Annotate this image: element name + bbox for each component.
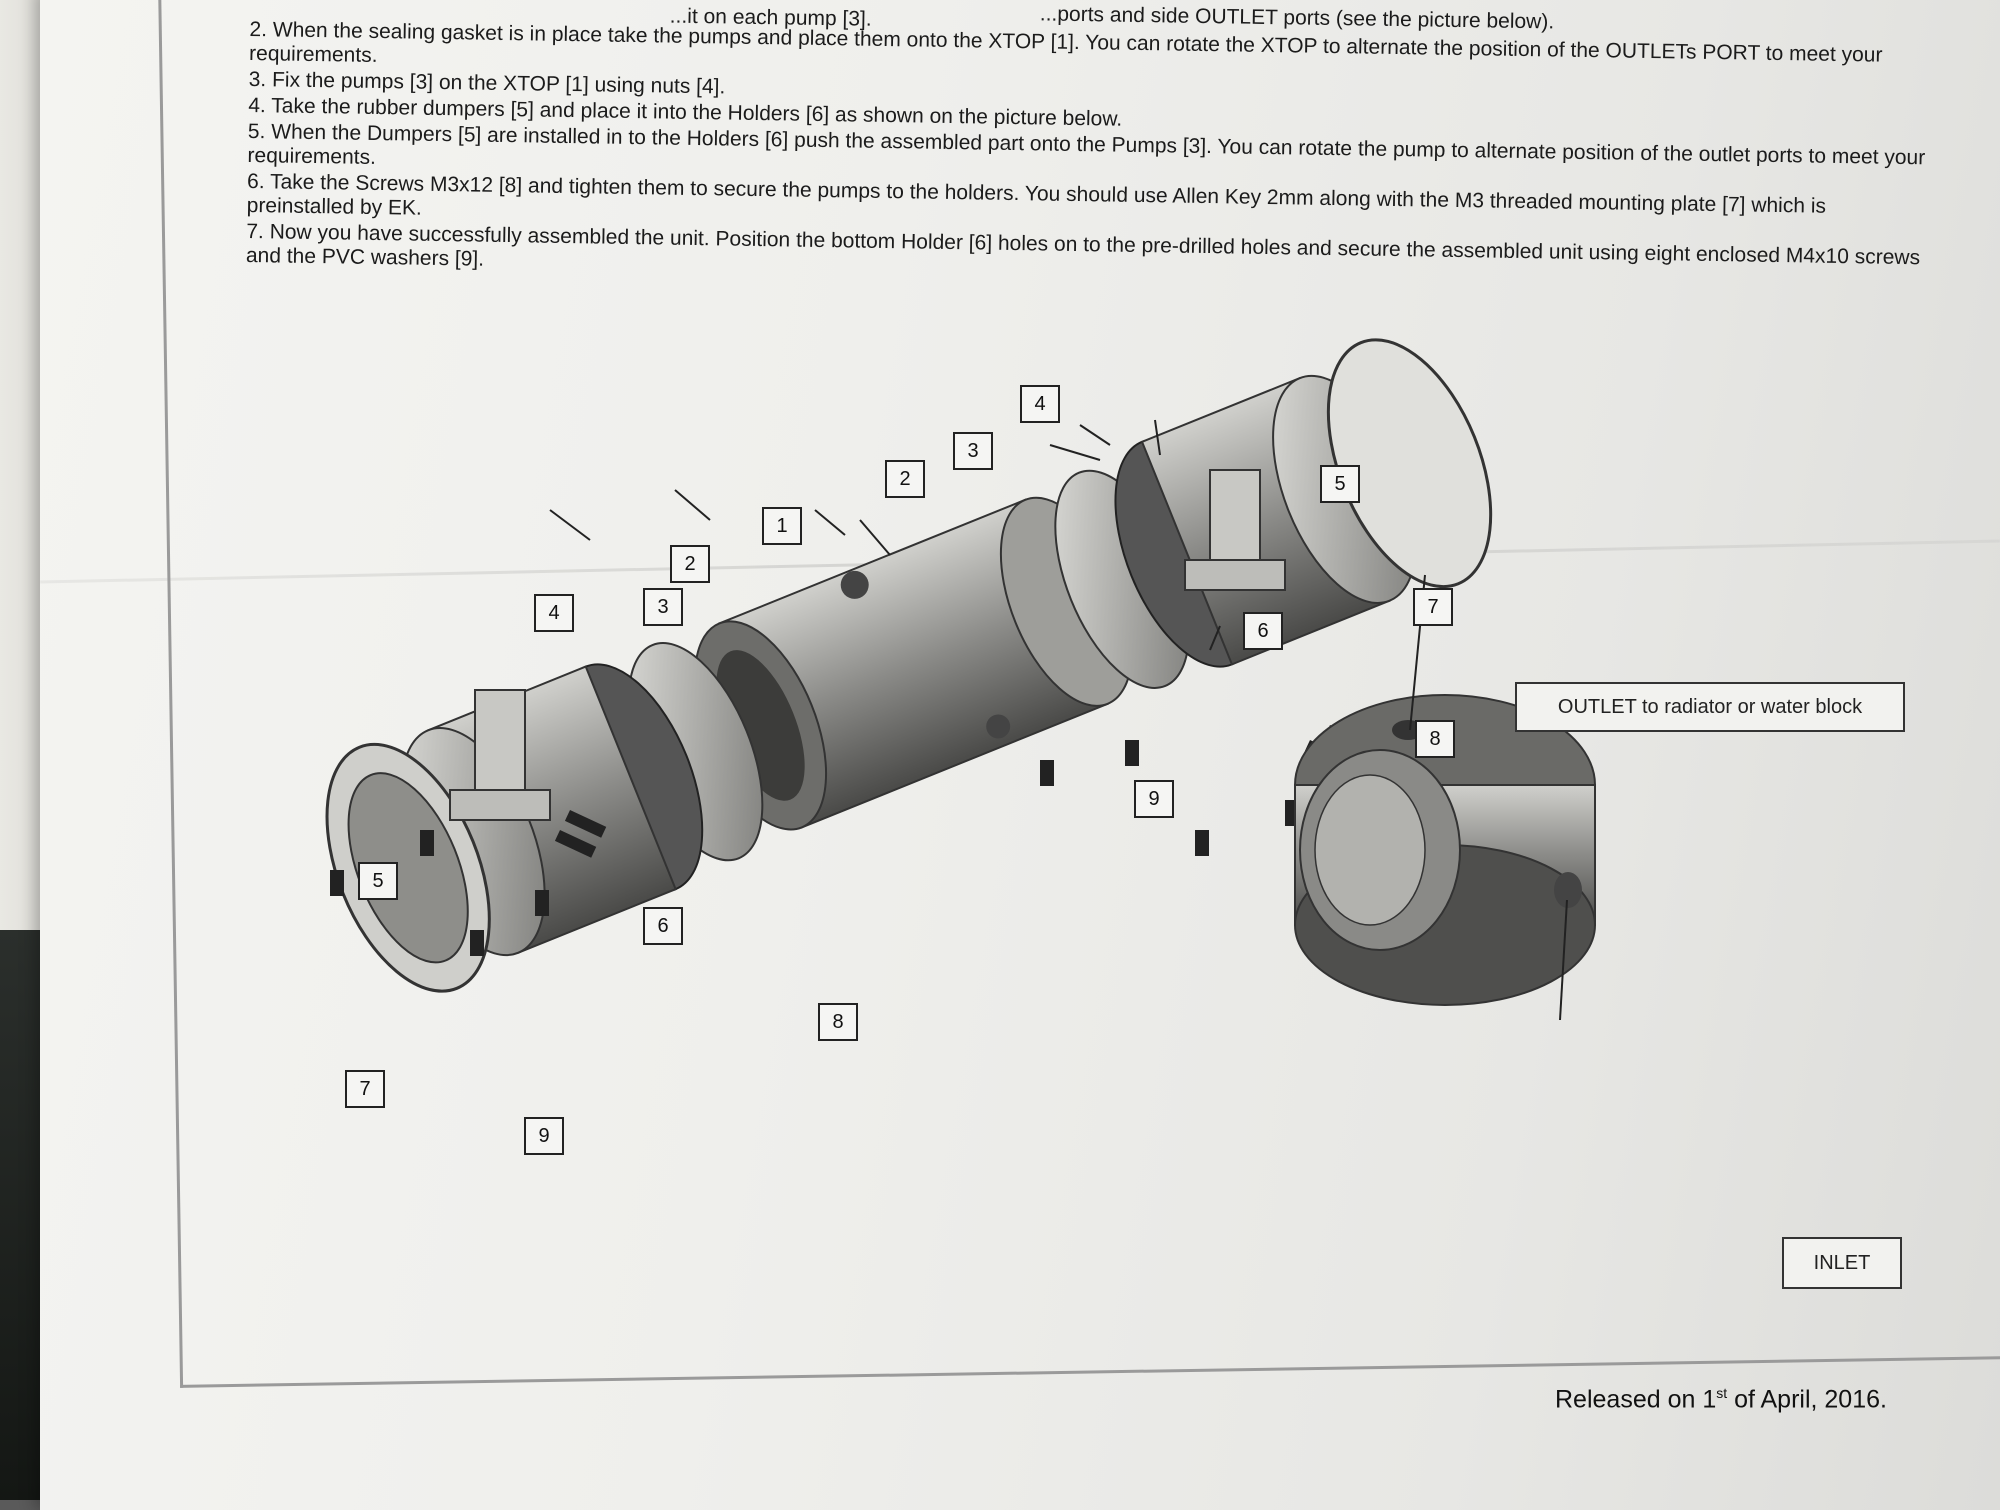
callout-part-3-left: 3 — [643, 588, 683, 626]
callout-part-5-left: 5 — [358, 862, 398, 900]
background-strip — [0, 930, 40, 1500]
callout-part-2-left: 2 — [670, 545, 710, 583]
callout-part-8-left: 8 — [818, 1003, 858, 1041]
instruction-fragment-a: ...it on each pump [3]. — [669, 4, 872, 31]
callout-part-1: 1 — [762, 507, 802, 545]
callout-part-6-right: 6 — [1243, 612, 1283, 650]
callout-part-8-right: 8 — [1415, 720, 1455, 758]
callout-part-4-right: 4 — [1020, 385, 1060, 423]
callout-part-6-left: 6 — [643, 907, 683, 945]
exploded-assembly-drawing — [325, 338, 1596, 1021]
callout-part-4-left: 4 — [534, 594, 574, 632]
xtop-detail-drawing — [1294, 574, 1596, 1021]
callout-part-3-right: 3 — [953, 432, 993, 470]
assembly-instructions: ...it on each pump [3]. ...ports and sid… — [246, 0, 1940, 297]
callout-part-9-right: 9 — [1134, 780, 1174, 818]
callout-part-9-left: 9 — [524, 1117, 564, 1155]
inlet-label: INLET — [1782, 1237, 1902, 1289]
outlet-label: OUTLET to radiator or water block — [1515, 682, 1905, 732]
callout-part-5-right: 5 — [1320, 465, 1360, 503]
holder-left — [449, 689, 551, 821]
callout-part-7-left: 7 — [345, 1070, 385, 1108]
leader-lines — [549, 419, 1221, 651]
release-date: Released on 1st of April, 2016. — [1555, 1385, 1887, 1414]
holder-right — [1184, 469, 1286, 591]
callout-part-2-right: 2 — [885, 460, 925, 498]
callout-part-7-right: 7 — [1413, 588, 1453, 626]
